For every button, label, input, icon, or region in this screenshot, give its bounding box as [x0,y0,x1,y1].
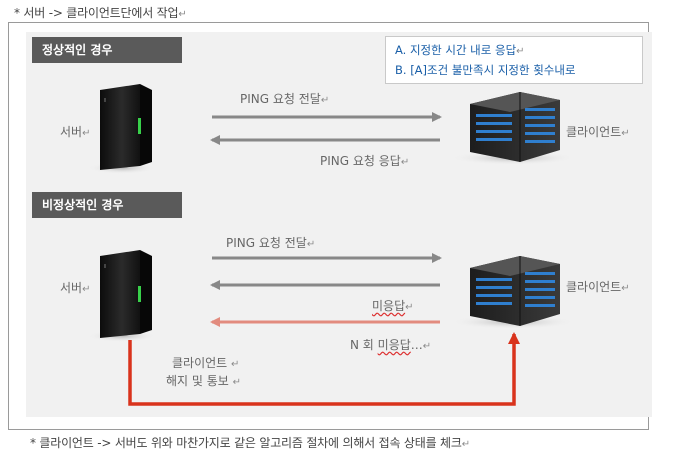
release-notify-arrow [128,332,520,406]
legend-box: A. 지정한 시간 내로 응답↵ B. [A]조건 불만족시 지정한 횟수내로 [385,36,643,84]
release-label-line2: 해지 및 통보 ↵ [166,374,242,388]
normal-ping-response-label: PING 요청 응답↵ [320,154,410,168]
normal-server-label: 서버↵ [60,125,91,139]
n-times-no-response-label: N 회 미응답…↵ [350,338,432,352]
abnormal-client-label: 클라이언트↵ [566,280,630,294]
no-response-label: 미응답↵ [372,299,414,313]
abnormal-case-title: 비정상적인 경우 [32,192,182,218]
bottom-note: * 클라이언트 -> 서버도 위와 마찬가지로 같은 알고리즘 절차에 의해서 … [30,436,470,450]
legend-item-b: B. [A]조건 불만족시 지정한 횟수내로 [395,63,576,77]
legend-item-a: A. 지정한 시간 내로 응답↵ [395,43,525,57]
top-note: * 서버 -> 클라이언트단에서 작업↵ [14,6,187,20]
abnormal-server-icon [88,250,156,342]
abnormal-client-icon [451,256,575,329]
normal-server-icon [88,84,156,174]
release-label-line1: 클라이언트 ↵ [172,356,240,370]
normal-case-title: 정상적인 경우 [32,37,182,63]
abnormal-ping-request-label: PING 요청 전달↵ [226,236,316,250]
normal-ping-request-label: PING 요청 전달↵ [240,92,330,106]
abnormal-server-label: 서버↵ [60,281,91,295]
normal-client-icon [451,92,575,165]
normal-client-label: 클라이언트↵ [566,125,630,139]
